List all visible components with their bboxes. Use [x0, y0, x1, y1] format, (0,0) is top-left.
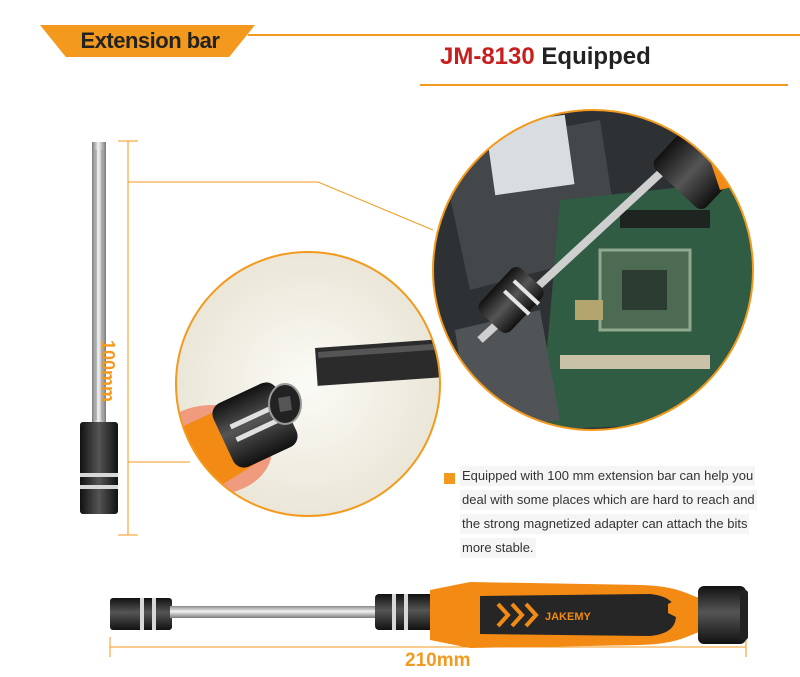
- zoom-circle-socket: [175, 251, 441, 517]
- height-dimension-bracket: [118, 140, 138, 536]
- title-suffix: Equipped: [541, 43, 651, 70]
- total-length-label: 210mm: [405, 650, 471, 671]
- title-underline: [420, 84, 788, 86]
- extension-bar-vertical: [80, 142, 118, 514]
- description-line: deal with some places which are hard to …: [460, 490, 757, 510]
- width-dimension-bracket: [109, 637, 747, 657]
- description-line: Equipped with 100 mm extension bar can h…: [460, 466, 756, 486]
- page-title: JM-8130 Equipped: [440, 40, 651, 74]
- zoom-guide-lines: [128, 181, 434, 463]
- zoom-circle-laptop: [432, 109, 754, 431]
- header-tag-label: Extension bar: [80, 28, 220, 53]
- description-line: the strong magnetized adapter can attach…: [460, 514, 750, 534]
- description-line: more stable.: [460, 538, 536, 558]
- handle-brand-logo: JAKEMY: [545, 611, 592, 623]
- header-tag-shape: [40, 25, 255, 57]
- model-number: JM-8130: [440, 43, 535, 70]
- description-bullet-icon: [444, 473, 455, 484]
- header-divider: [248, 34, 800, 36]
- screwdriver-assembled: JAKEMY: [110, 582, 748, 648]
- length-label: 100mm: [98, 340, 118, 403]
